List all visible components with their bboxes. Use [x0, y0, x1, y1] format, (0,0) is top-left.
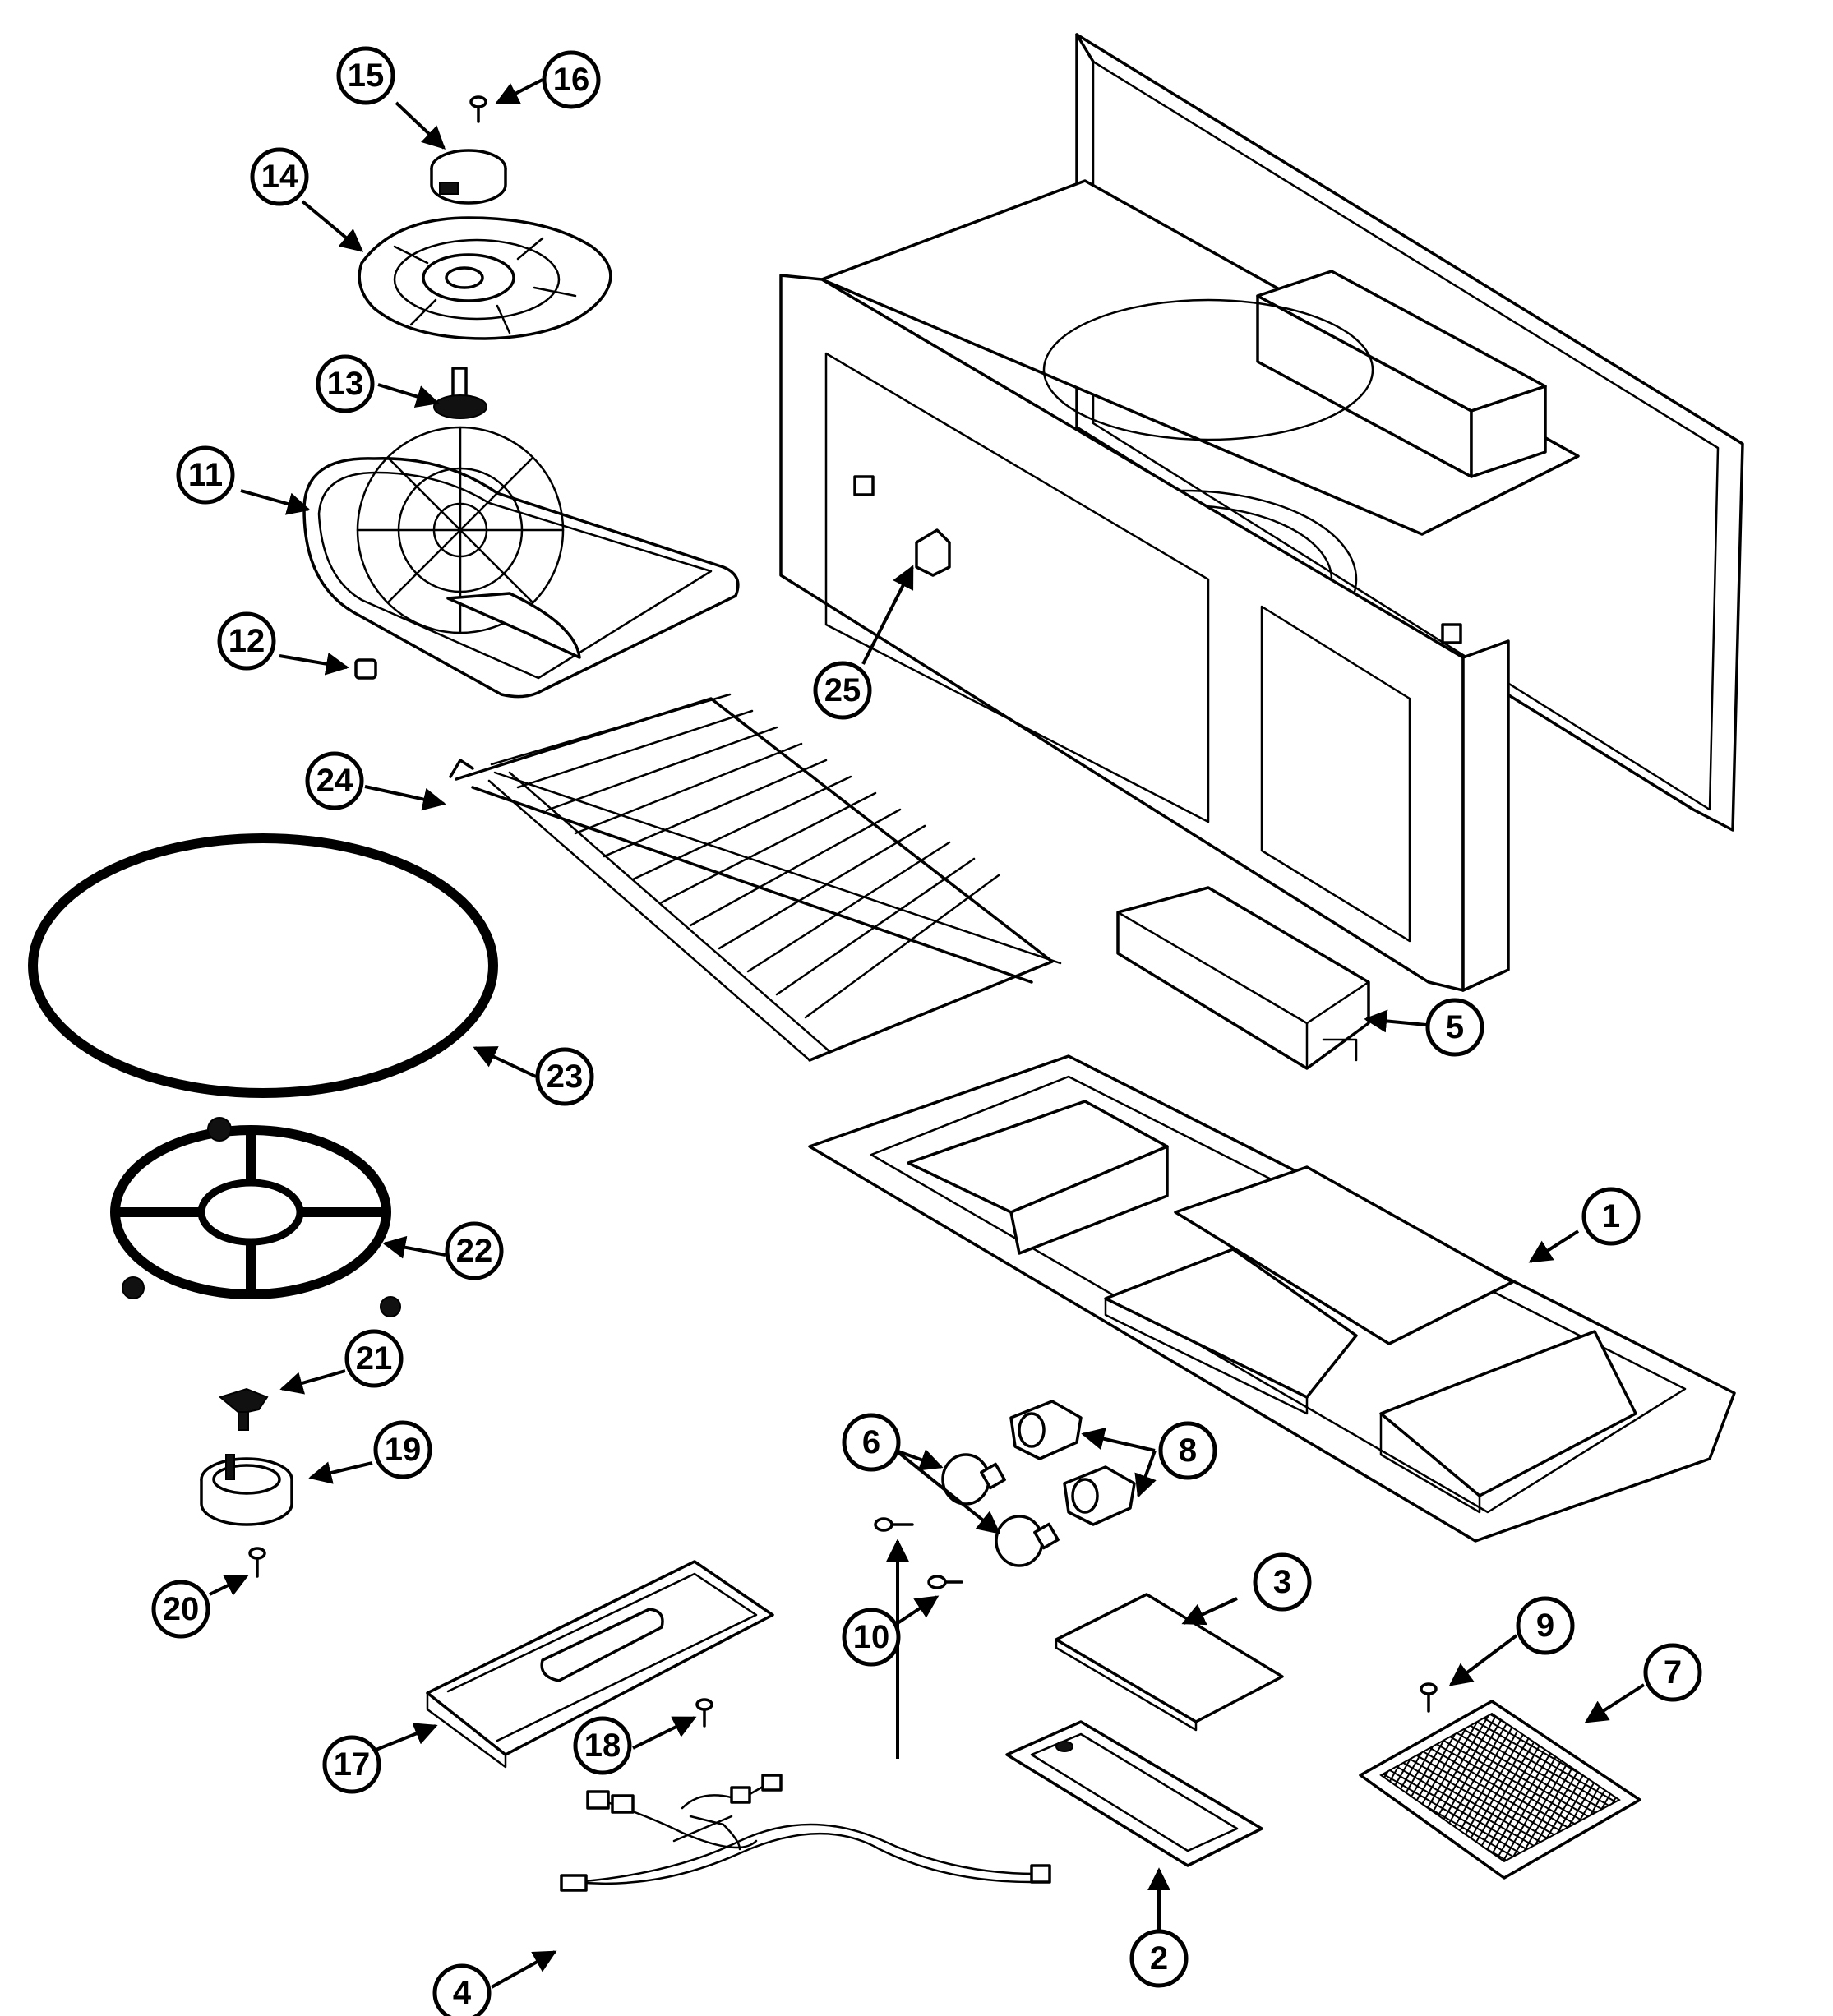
callout-label: 7 [1664, 1654, 1682, 1691]
callout-21: 21 [344, 1329, 404, 1388]
callout-label: 21 [356, 1340, 393, 1377]
callout-24: 24 [305, 751, 364, 810]
callout-label: 5 [1446, 1009, 1464, 1045]
callout-label: 25 [824, 672, 861, 708]
callout-label: 12 [229, 623, 265, 659]
wire-harness-part [560, 1774, 1051, 1892]
callout-2: 2 [1129, 1929, 1189, 1988]
grease-filter-part [1359, 1700, 1641, 1880]
latch-clip-part [915, 528, 951, 577]
base-plate-part [808, 1054, 1736, 1543]
callout-label: 16 [553, 62, 590, 98]
turntable-motor-part [200, 1454, 293, 1526]
callout-label: 23 [547, 1059, 584, 1095]
callout-label: 24 [316, 763, 353, 799]
callout-label: 20 [163, 1591, 200, 1627]
callout-label: 14 [261, 159, 298, 195]
callout-label: 11 [188, 457, 223, 493]
leader-arrows [209, 78, 1646, 1989]
lamp-sockets-part [1009, 1400, 1136, 1526]
nut-part-12 [354, 658, 377, 680]
callout-label: 8 [1179, 1432, 1197, 1469]
screw-part-20 [248, 1547, 266, 1578]
wire-rack-part [449, 693, 1062, 1062]
callout-9: 9 [1516, 1596, 1575, 1655]
callout-6: 6 [842, 1413, 901, 1472]
callout-11: 11 [176, 445, 235, 505]
callout-label: 2 [1150, 1940, 1168, 1977]
callout-label: 3 [1273, 1564, 1291, 1600]
roller-guide-part [110, 1117, 401, 1317]
callout-label: 13 [327, 366, 364, 402]
callout-18: 18 [573, 1716, 632, 1775]
turntable-coupler-part [218, 1387, 269, 1431]
light-lens-part [1055, 1593, 1284, 1732]
callout-label: 22 [456, 1233, 493, 1269]
callout-19: 19 [373, 1420, 432, 1479]
callout-label: 10 [853, 1619, 890, 1655]
callout-label: 18 [584, 1728, 621, 1764]
callout-label: 17 [334, 1746, 371, 1783]
callout-12: 12 [217, 611, 276, 671]
callout-label: 19 [385, 1432, 422, 1468]
callout-22: 22 [445, 1221, 504, 1280]
callout-1: 1 [1581, 1187, 1641, 1246]
oven-cavity-frame [779, 33, 1744, 992]
callout-5: 5 [1425, 998, 1484, 1057]
callout-label: 9 [1536, 1608, 1554, 1644]
callout-20: 20 [151, 1580, 210, 1639]
callout-14: 14 [250, 147, 309, 206]
fan-blade-part [358, 216, 612, 340]
lamp-bulbs-part [941, 1453, 1060, 1567]
callout-25: 25 [813, 661, 872, 720]
screws-part-10 [874, 1517, 963, 1589]
callout-7: 7 [1643, 1643, 1702, 1702]
mounting-bracket-part [426, 1560, 774, 1769]
callout-16: 16 [542, 50, 601, 109]
fan-motor-part [430, 149, 507, 205]
waveguide-cover-part [1116, 886, 1370, 1070]
callout-4: 4 [432, 1963, 492, 2016]
callout-label: 15 [348, 58, 385, 94]
callout-17: 17 [322, 1735, 381, 1794]
callout-23: 23 [535, 1047, 594, 1106]
screw-part-16 [469, 95, 487, 123]
callout-label: 6 [862, 1424, 880, 1460]
callout-3: 3 [1253, 1552, 1312, 1612]
screw-part-9 [1420, 1682, 1438, 1713]
coupler-part [433, 367, 487, 419]
callout-label: 4 [453, 1975, 472, 2011]
screw-part-18 [695, 1698, 713, 1728]
light-cover-frame-part [1005, 1720, 1263, 1867]
stirrer-cover-part [302, 426, 740, 699]
roller-ring-part [28, 833, 498, 1098]
callout-label: 1 [1602, 1198, 1620, 1234]
callout-10: 10 [842, 1608, 901, 1667]
callout-8: 8 [1158, 1421, 1217, 1480]
callout-15: 15 [336, 46, 395, 105]
callout-13: 13 [316, 354, 375, 413]
